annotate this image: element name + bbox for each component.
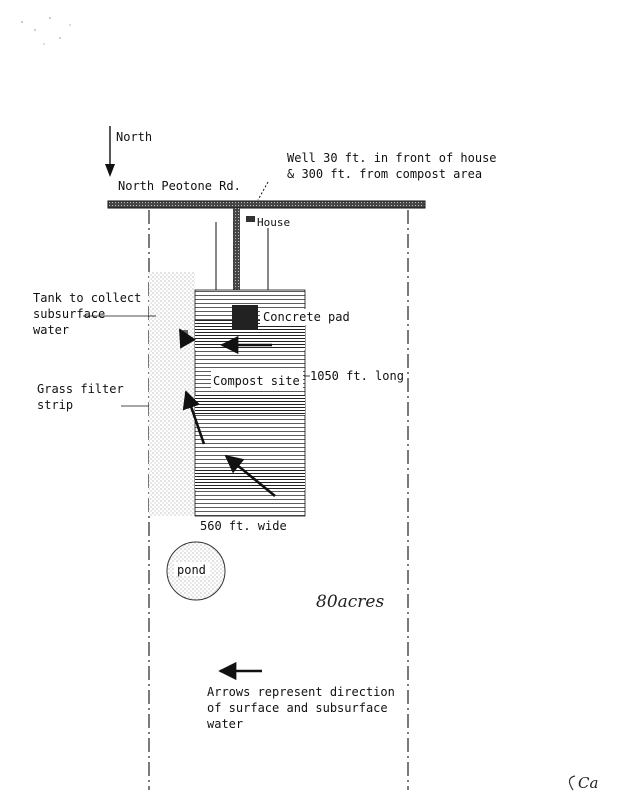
tank-label-line1: Tank to collect	[33, 291, 142, 305]
well-label-line2: & 300 ft. from compost area	[287, 167, 483, 181]
concrete-pad	[232, 305, 258, 329]
acres-label: 80acres	[316, 592, 385, 612]
corner-mark	[568, 775, 576, 791]
house	[246, 216, 255, 222]
concrete-pad-label-bg	[260, 309, 350, 325]
compost-label-bg	[211, 371, 303, 391]
pond-label: pond	[177, 563, 206, 577]
flow-arrow-2	[182, 390, 206, 445]
legend-line2: of surface and subsurface	[207, 701, 388, 715]
tank-label-line2: subsurface	[33, 307, 106, 321]
road-label: North Peotone Rd.	[118, 179, 241, 193]
well-label-line1: Well 30 ft. in front of house	[287, 151, 497, 165]
grass-label-line1: Grass filter	[37, 382, 124, 396]
north-label: North	[116, 130, 153, 144]
road	[107, 200, 426, 209]
legend-line3: water	[207, 717, 244, 731]
house-label: House	[257, 216, 291, 229]
flow-arrows	[178, 328, 276, 498]
corner-mark-text: Ca	[578, 774, 599, 792]
legend-line1: Arrows represent direction	[207, 685, 395, 699]
length-label: 1050 ft. long	[310, 369, 404, 383]
flow-arrow-3	[224, 454, 276, 498]
grass-filter-strip	[149, 272, 195, 516]
width-label: 560 ft. wide	[200, 519, 287, 533]
concrete-pad-label: Concrete pad	[263, 310, 350, 324]
flow-arrow-4	[178, 328, 197, 349]
well-leader	[257, 181, 269, 201]
driveway	[233, 208, 240, 308]
north-arrow	[105, 126, 115, 177]
grass-label-line2: strip	[37, 398, 74, 412]
tank-label-line3: water	[33, 323, 70, 337]
scan-specks	[21, 17, 71, 45]
compost-site-label: Compost site	[213, 374, 300, 388]
